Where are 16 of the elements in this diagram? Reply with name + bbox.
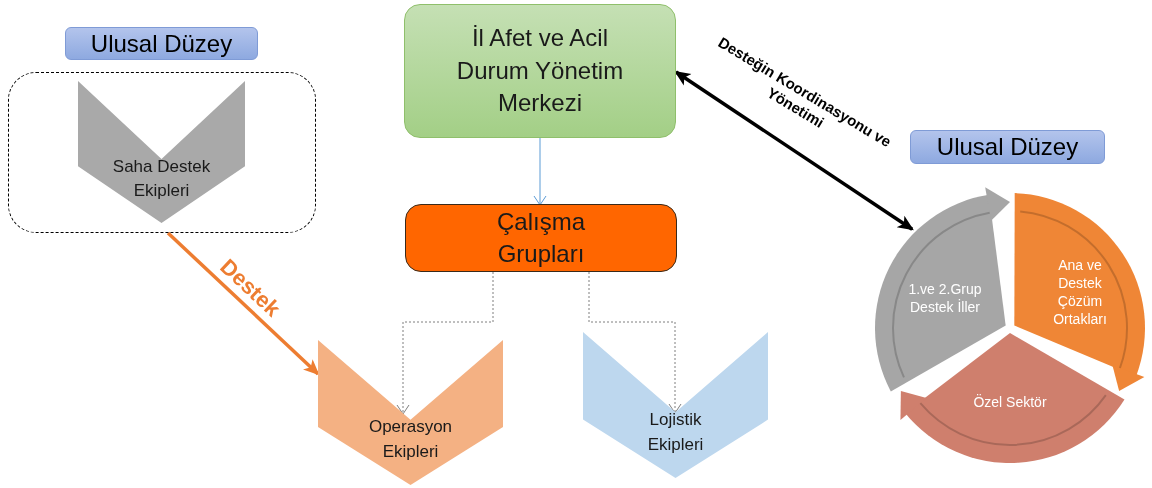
arrow (396, 271, 494, 415)
arrow (166, 231, 320, 376)
level-tag: Ulusal Düzey (910, 130, 1105, 164)
chevron-shape (583, 332, 768, 478)
arrow (674, 70, 914, 231)
chevron-label: Operasyon Ekipleri (367, 416, 454, 464)
chevron-label: Lojistik Ekipleri (646, 408, 705, 456)
dashed-group-box (8, 72, 316, 233)
arrow (533, 137, 547, 206)
level-tag: Ulusal Düzey (65, 27, 258, 60)
chevron-shape (318, 340, 503, 485)
chevron-shape (78, 81, 245, 223)
process-box: İl Afet ve Acil Durum Yönetim Merkezi (404, 4, 676, 138)
chevron-label: Saha Destek Ekipleri (111, 155, 212, 203)
arrow (588, 271, 682, 414)
process-box: Çalışma Grupları (405, 204, 677, 272)
